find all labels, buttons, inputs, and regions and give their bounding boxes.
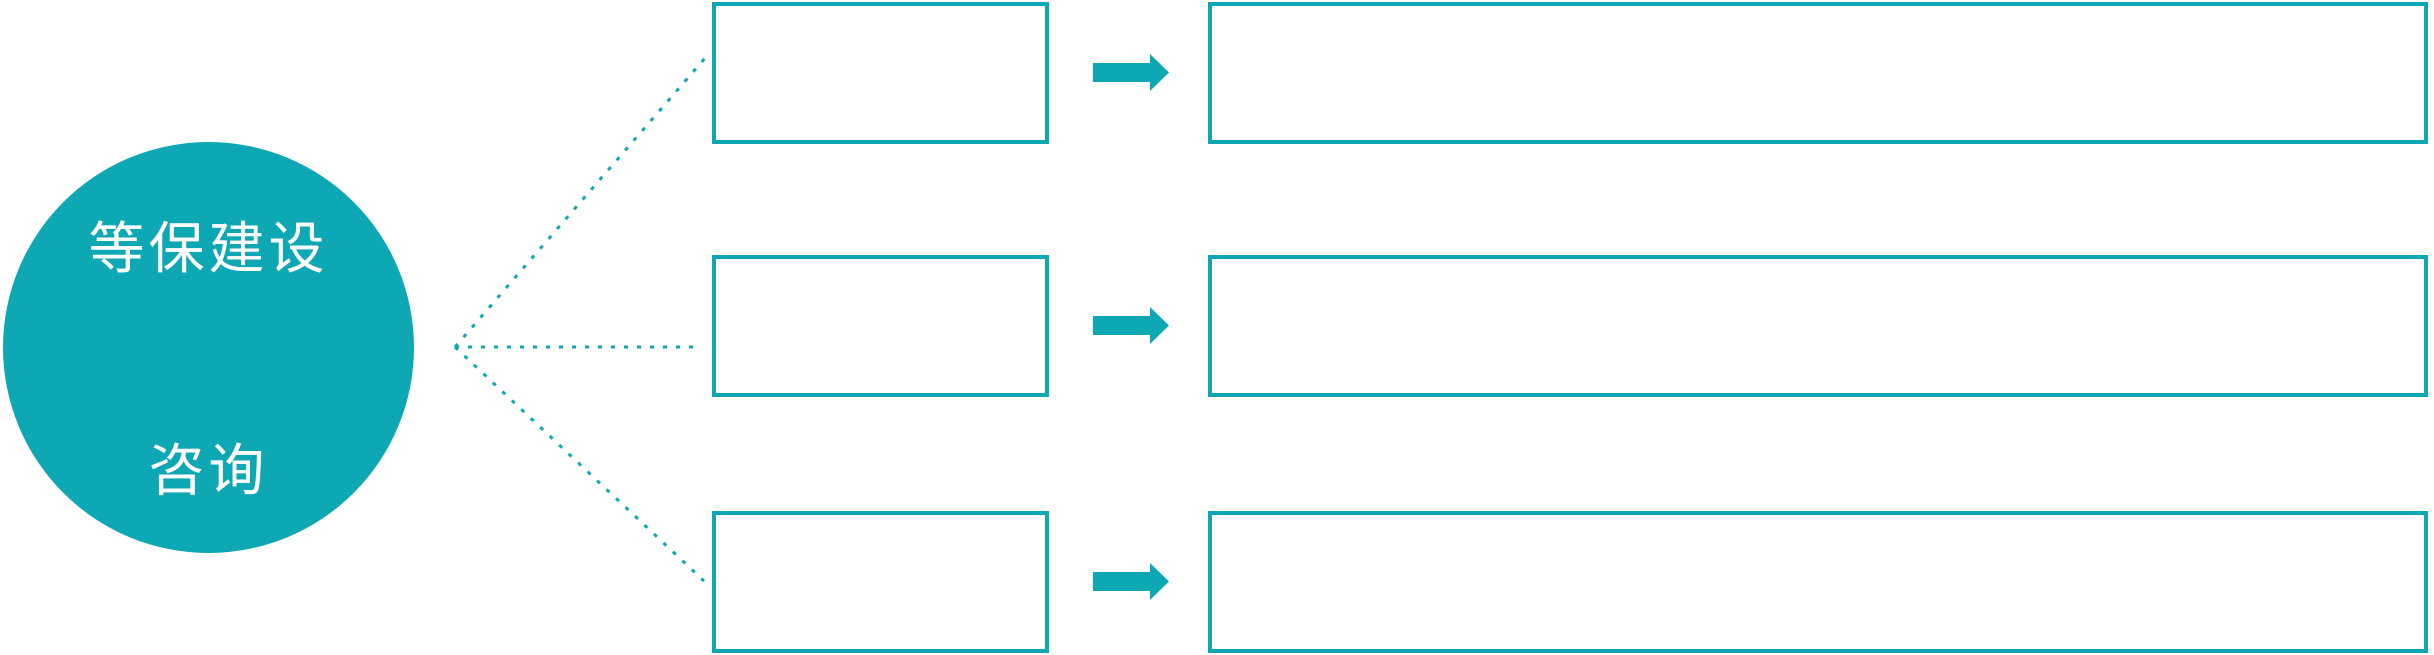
right-block-arrow-icon-2 [1093, 307, 1169, 344]
connector-line-bottom [453, 345, 706, 583]
right-block-arrow-icon-1 [1093, 54, 1169, 91]
detail-box-1 [1208, 2, 2428, 144]
center-node-circle: 等保建设 咨询 [3, 142, 414, 553]
right-block-arrow-icon-3 [1093, 563, 1169, 600]
detail-box-2 [1208, 255, 2428, 397]
category-box-1 [712, 2, 1049, 144]
center-node-label: 等保建设 咨询 [89, 64, 329, 655]
center-node-label-line1: 等保建设 [88, 216, 329, 280]
center-node-label-line2: 咨询 [148, 438, 269, 502]
category-box-3 [712, 511, 1049, 653]
category-box-2 [712, 255, 1049, 397]
detail-box-3 [1208, 511, 2428, 653]
connector-line-top [453, 56, 708, 348]
